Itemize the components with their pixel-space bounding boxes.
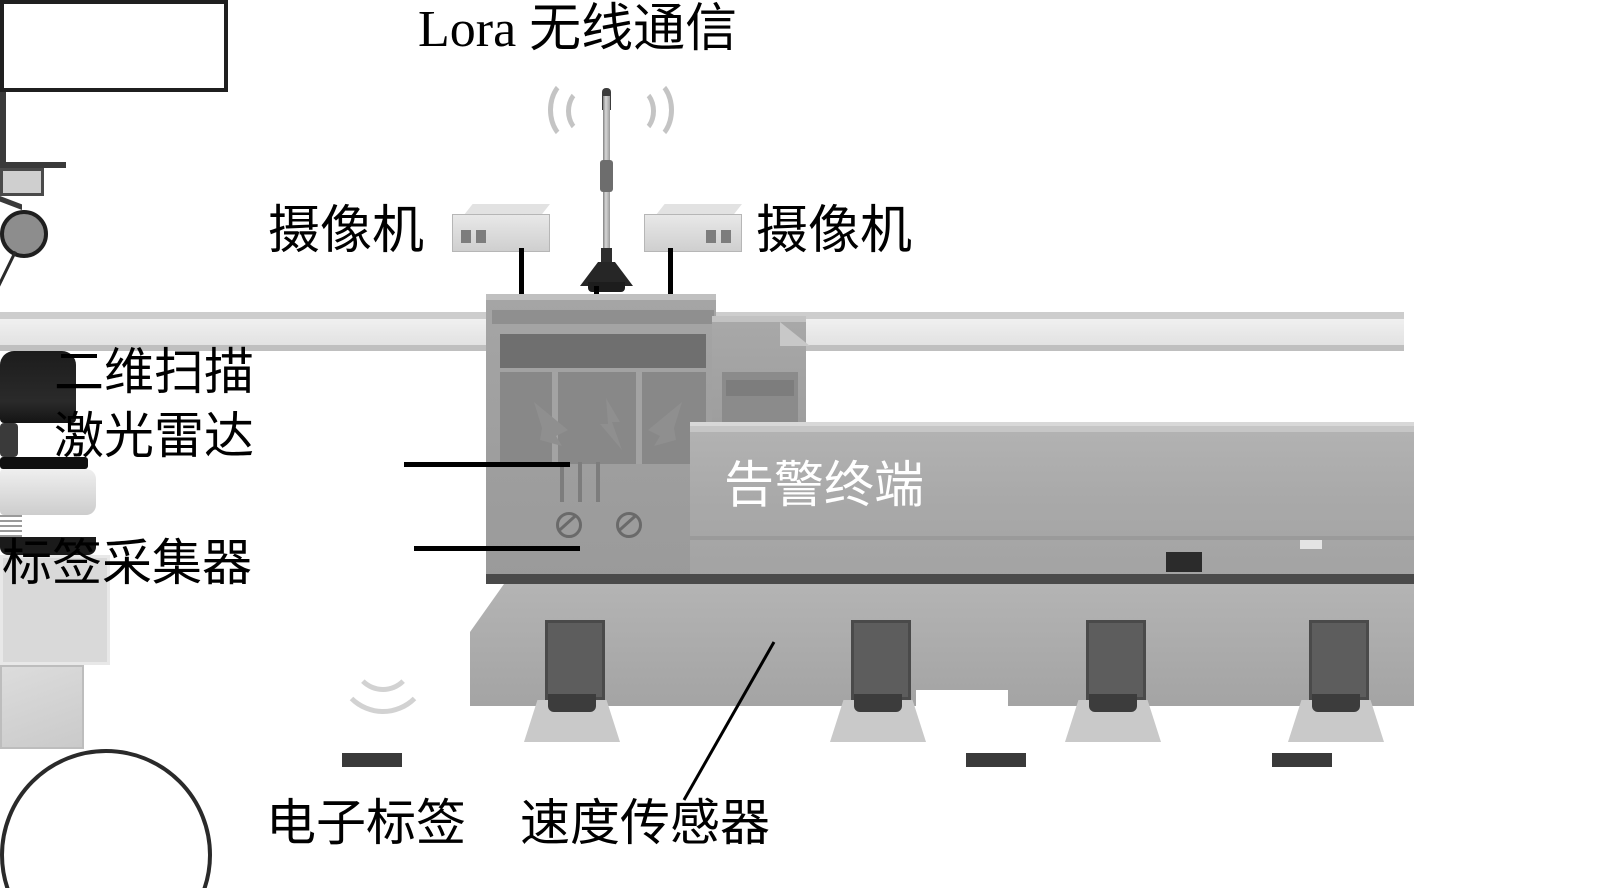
- camera-right-icon: [644, 204, 742, 252]
- wheel-1: [545, 620, 605, 700]
- electronic-tag-icon-3: [1272, 753, 1332, 767]
- cargo-top-highlight: [690, 422, 1414, 427]
- magnifier-circle: [0, 749, 212, 888]
- cargo-midline: [690, 536, 1414, 540]
- label-lidar-line1: 二维扫描: [54, 344, 254, 400]
- antenna-joint: [600, 160, 613, 192]
- lidar-dome-icon: [0, 351, 76, 423]
- cargo-top-edge: [690, 426, 1414, 435]
- terminal-bar-1: [560, 462, 564, 502]
- camera-right-lens-b: [721, 230, 731, 243]
- chassis-dark-stripe: [486, 574, 1414, 584]
- wheel-cap-3: [1089, 694, 1137, 712]
- antenna-wave-left-outer: [548, 78, 594, 142]
- cab-roof-band: [492, 310, 714, 324]
- cargo-body: [690, 432, 1414, 592]
- label-camera-right: 摄像机: [756, 203, 913, 260]
- tag-reader-wave-inner: [352, 630, 414, 692]
- diagram-title: Lora 无线通信: [418, 1, 738, 58]
- wheel-2: [851, 620, 911, 700]
- terminal-bar-2: [578, 462, 582, 502]
- cab-roof: [486, 294, 716, 304]
- cargo-small-marker: [1300, 540, 1322, 549]
- electronic-tag-icon-1: [342, 753, 402, 767]
- camera-left-icon: [452, 204, 550, 252]
- lidar-collar: [0, 457, 88, 469]
- label-speed-sensor: 速度传感器: [520, 795, 770, 851]
- terminal-bar-3: [596, 462, 600, 502]
- speed-sensor-wire-vertical: [0, 92, 6, 162]
- camera-left-lens-b: [476, 230, 486, 243]
- cab-hood-grille-band: [726, 380, 794, 396]
- antenna-wave-right-inner: [622, 88, 656, 134]
- antenna-wave-left-inner: [566, 88, 600, 134]
- label-alarm-terminal: 告警终端: [724, 457, 924, 513]
- cargo-latch: [1166, 552, 1202, 572]
- wheel-cap-4: [1312, 694, 1360, 712]
- lidar-dome-highlight: [0, 423, 18, 457]
- antenna-wave-right-outer: [628, 78, 674, 142]
- chassis-notch: [916, 690, 1008, 716]
- leader-speed-sensor: [682, 641, 776, 801]
- terminal-warning-icon-1: [556, 512, 582, 538]
- cab-window-mullion-a: [552, 372, 558, 464]
- tag-reader-outer-frame: [0, 555, 110, 665]
- leader-tag-reader: [414, 546, 580, 551]
- label-lidar-line2: 激光雷达: [54, 408, 254, 464]
- label-electronic-tag: 电子标签: [266, 795, 466, 851]
- terminal-warning-icon-2: [616, 512, 642, 538]
- wheel-cap-1: [548, 694, 596, 712]
- lidar-base-marking: [0, 515, 22, 537]
- electronic-tag-icon-2: [966, 753, 1026, 767]
- cab-window-upper: [500, 334, 706, 368]
- wheel-cap-2: [854, 694, 902, 712]
- speed-sensor-bracket: [0, 250, 55, 320]
- cab-hood-top: [712, 316, 806, 324]
- camera-right-lens-a: [706, 230, 716, 243]
- speed-sensor-link: [0, 196, 22, 210]
- antenna-neck: [601, 248, 612, 270]
- antenna-base-foot: [588, 282, 625, 292]
- lidar-base-bottom: [0, 537, 96, 555]
- signal-arrows-svg: [534, 398, 682, 450]
- cab-window-mullion-b: [636, 372, 642, 464]
- wheel-3: [1086, 620, 1146, 700]
- chassis: [470, 584, 1414, 706]
- tag-reader-wave-outer: [336, 620, 430, 714]
- lidar-base: [0, 469, 96, 515]
- leader-lidar: [404, 462, 570, 467]
- label-lidar: 二维扫描 激光雷达: [54, 340, 254, 468]
- tag-reader-panel-icon: [0, 665, 84, 749]
- speed-sensor-icon: [0, 210, 48, 258]
- speed-sensor-detail-box: [0, 0, 228, 92]
- camera-left-lens-a: [461, 230, 471, 243]
- speed-sensor-wire-horizontal: [0, 162, 66, 168]
- label-camera-left: 摄像机: [268, 203, 425, 260]
- wheel-4: [1309, 620, 1369, 700]
- speed-sensor-connector: [0, 168, 44, 196]
- label-tag-reader: 标签采集器: [2, 535, 252, 591]
